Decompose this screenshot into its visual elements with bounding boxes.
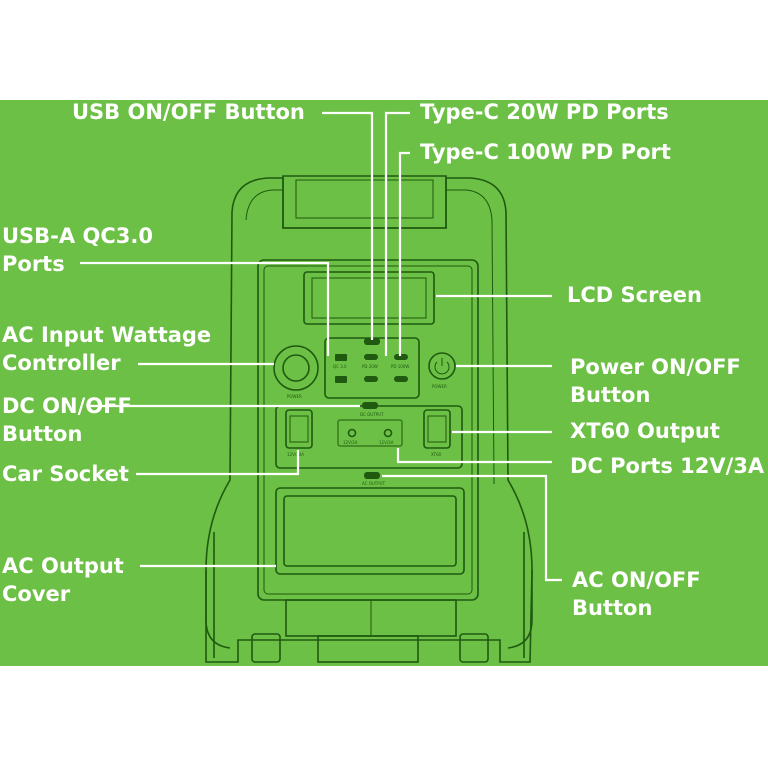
typec-pd-caption: PD 20W: [362, 364, 378, 369]
power-station-drawing: QC 3.0 PD 20W PD 100W POWER POWER DC OUT…: [80, 111, 562, 663]
typec-20w-port-1: [364, 354, 378, 360]
leader-usba: [80, 261, 330, 356]
xt60-caption: XT60: [431, 452, 442, 457]
power-icon: [434, 358, 450, 375]
front-panel-inner: [263, 265, 473, 595]
usb-qc-caption: QC 3.0: [333, 364, 347, 369]
dc1-caption: 12V/3A: [343, 440, 358, 445]
car-caption: 12V/10A: [287, 452, 304, 457]
handle-inner: [295, 179, 434, 219]
leader-typec-100w: [398, 151, 410, 356]
right-wheel: [459, 633, 489, 663]
xt60-socket: [423, 409, 451, 449]
leader-dc-ports: [396, 448, 552, 464]
right-foot: [507, 570, 533, 649]
usb-on-off-button[interactable]: [364, 338, 380, 345]
typec-20w-port-2: [364, 376, 378, 382]
lcd-glass: [311, 277, 427, 319]
dc-port-panel: [337, 419, 403, 447]
ac-output-cover[interactable]: [275, 487, 465, 575]
dc-on-off-button[interactable]: [362, 402, 378, 409]
base-foot: [317, 635, 419, 663]
callout-lines: [80, 111, 562, 582]
lcd-screen: [303, 271, 435, 325]
power-button[interactable]: [428, 352, 456, 380]
car-socket: [285, 409, 313, 449]
leader-typec-20w: [384, 111, 410, 356]
ac-output-caption: AC OUTPUT: [362, 481, 386, 486]
dc2-caption: 12V/3A: [379, 440, 394, 445]
left-wheel: [251, 633, 281, 663]
left-foot: [205, 570, 231, 649]
ac-on-off-button[interactable]: [364, 472, 380, 479]
label-dc-ports: DC Ports 12V/3A: [570, 454, 765, 478]
label-car-socket: Car Socket: [2, 462, 129, 486]
usb-a-port-1: [335, 354, 347, 361]
typec-20w-port-3: [394, 376, 408, 382]
car-socket-opening: [289, 415, 309, 443]
dial-caption: POWER: [287, 394, 302, 399]
label-typec-20w: Type-C 20W PD Ports: [420, 100, 669, 124]
usb-a-port-2: [335, 376, 347, 383]
device-body: [205, 177, 533, 663]
ac-input-wattage-dial[interactable]: [282, 354, 310, 382]
body-inner-edge: [245, 189, 495, 485]
leader-usb-button: [322, 111, 374, 340]
diagram-panel: QC 3.0 PD 20W PD 100W POWER POWER DC OUT…: [0, 100, 768, 666]
power-caption: POWER: [432, 384, 447, 389]
typec-100w-caption: PD 100W: [391, 364, 409, 369]
dc-port-1: [347, 428, 357, 438]
side-rails: [213, 532, 525, 658]
label-usb-button: USB ON/OFF Button: [72, 100, 305, 124]
dc-output-caption: DC OUTPUT: [360, 412, 384, 417]
carry-handle: [282, 175, 447, 229]
label-xt60: XT60 Output: [570, 419, 720, 443]
power-station-device: QC 3.0 PD 20W PD 100W POWER POWER DC OUT…: [205, 175, 533, 663]
leader-car-socket: [136, 450, 300, 476]
leader-ac-button: [382, 474, 562, 582]
front-panel: [257, 259, 479, 601]
dc-port-2: [383, 428, 393, 438]
label-lcd: LCD Screen: [567, 283, 702, 307]
typec-100w-port: [394, 354, 408, 360]
xt60-opening: [427, 415, 447, 443]
label-typec-100w: Type-C 100W PD Port: [420, 140, 671, 164]
ac-input-dial-ring: [273, 345, 319, 391]
ac-cover-inner: [283, 495, 457, 567]
